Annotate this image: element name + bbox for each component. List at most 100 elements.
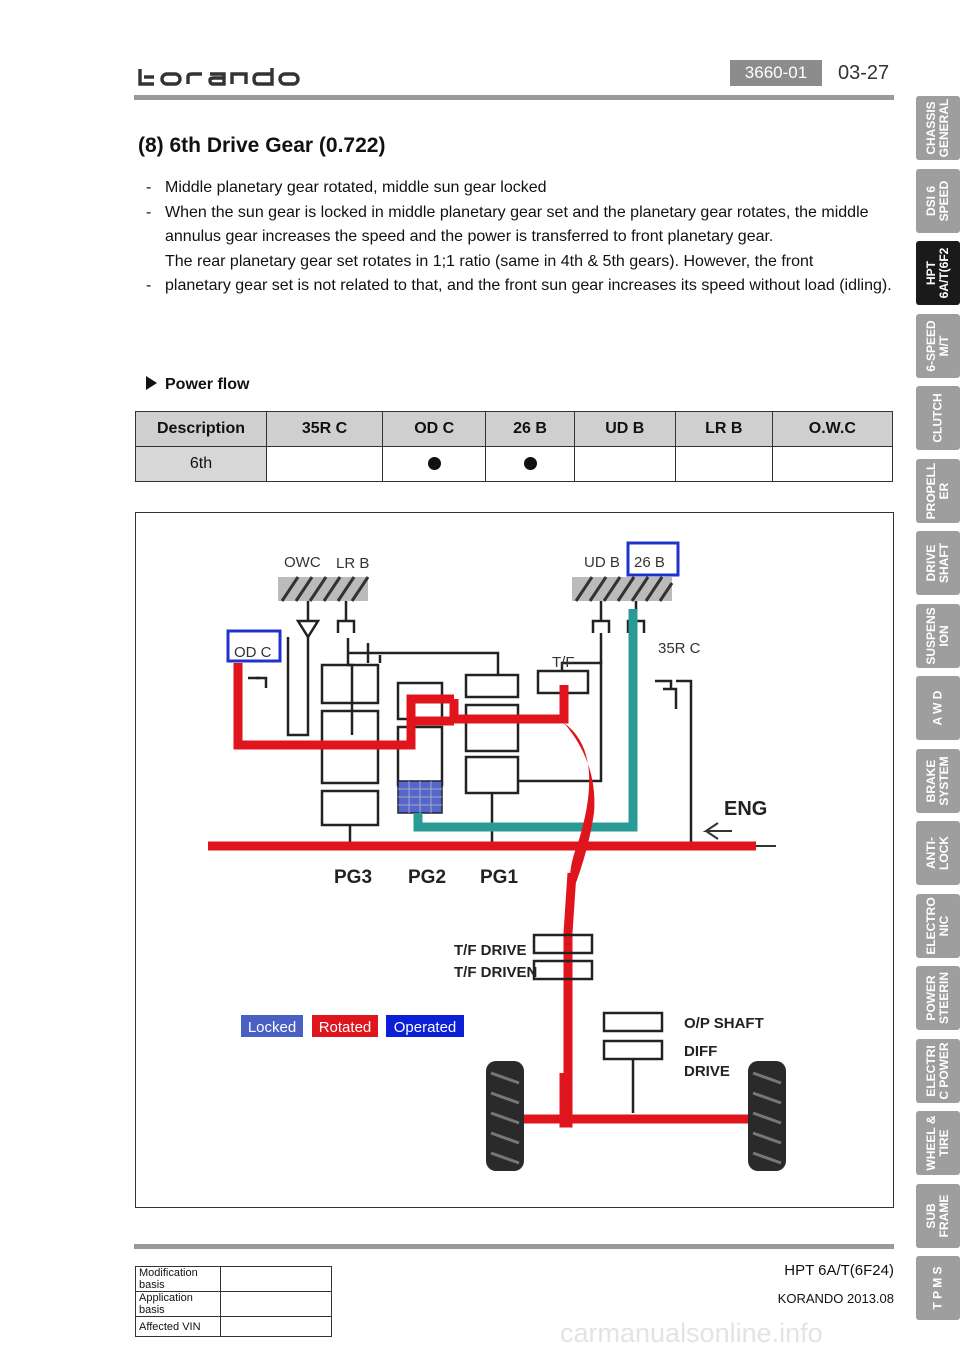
side-tab-3[interactable]: HPT 6A/T(6F2: [916, 241, 960, 305]
diagram-legend: Locked Rotated Operated: [241, 1015, 464, 1037]
revision-table: Modification basis Application basis Aff…: [135, 1266, 332, 1337]
side-tab-8[interactable]: SUSPENS ION: [916, 603, 960, 668]
table-header: LR B: [674, 411, 773, 447]
bullet-item: -Middle planetary gear rotated, middle s…: [146, 179, 547, 196]
revision-value: [220, 1316, 332, 1337]
revision-label: Modification basis: [135, 1266, 221, 1292]
engage-cell: [382, 446, 487, 482]
label-udb: UD B: [584, 554, 620, 571]
engaged-dot-icon: [523, 457, 537, 471]
b26-highlight: [626, 541, 680, 577]
label-tf-drive: T/F DRIVE: [454, 942, 527, 959]
label-diff: DIFF: [684, 1043, 717, 1060]
side-tab-label: ELECTRO NIC: [924, 896, 951, 955]
side-tab-label: ELECTRI C POWER: [924, 1041, 951, 1100]
side-tab-15[interactable]: WHEEL & TIRE: [916, 1111, 960, 1175]
side-tab-2[interactable]: DSI 6 SPEED: [916, 168, 960, 233]
side-tab-label: POWER STEERIN: [924, 971, 951, 1025]
side-tab-label: WHEEL & TIRE: [924, 1115, 951, 1171]
wheel-right: [748, 1061, 786, 1171]
side-tab-17[interactable]: T P M S: [916, 1256, 960, 1320]
label-diff-drive: DRIVE: [684, 1063, 730, 1080]
side-tab-13[interactable]: POWER STEERIN: [916, 966, 960, 1030]
rotated-sweep: [564, 723, 595, 893]
table-header: OD C: [382, 411, 487, 447]
label-pg2: PG2: [408, 867, 446, 888]
side-tab-5[interactable]: CLUTCH: [916, 386, 960, 450]
page-number: 03-27: [838, 62, 890, 84]
table-header: 35R C: [265, 411, 384, 447]
ground-hatch-right: [572, 576, 674, 602]
table-row: 6th: [135, 446, 894, 482]
header-rule: [134, 95, 894, 100]
side-tab-label: SUB FRAME: [924, 1194, 951, 1237]
side-tab-label: PROPELL ER: [924, 462, 951, 519]
side-tab-1[interactable]: CHASSIS GENERAL: [916, 96, 960, 160]
table-row: Modification basis: [135, 1266, 332, 1292]
engage-cell: [771, 446, 894, 482]
label-lrb: LR B: [336, 555, 369, 572]
engage-cell: [485, 446, 575, 482]
transmission-schematic: [248, 601, 693, 843]
label-op-shaft: O/P SHAFT: [684, 1015, 764, 1032]
side-tab-16[interactable]: SUB FRAME: [916, 1183, 960, 1248]
label-pg3: PG3: [334, 867, 372, 888]
wheel-left: [486, 1061, 524, 1171]
korando-logo: [136, 66, 316, 93]
side-tab-14[interactable]: ELECTRI C POWER: [916, 1038, 960, 1103]
side-tab-12[interactable]: ELECTRO NIC: [916, 893, 960, 958]
bullet-item: The rear planetary gear set rotates in 1…: [165, 252, 814, 270]
side-tab-label: BRAKE SYSTEM: [924, 755, 951, 806]
side-tab-9[interactable]: A W D: [916, 676, 960, 740]
side-tab-label: ANTI- LOCK: [924, 836, 951, 870]
bullet-list: -Middle planetary gear rotated, middle s…: [138, 176, 898, 299]
label-35rc: 35R C: [658, 640, 701, 657]
triangle-bullet-icon: [146, 376, 157, 390]
table-header: 26 B: [485, 411, 575, 447]
output-section: [532, 933, 664, 1113]
legend-rotated: Rotated: [319, 1019, 372, 1036]
revision-label: Affected VIN: [135, 1316, 221, 1337]
side-tab-4[interactable]: 6-SPEED M/T: [916, 313, 960, 378]
label-26b: 26 B: [634, 554, 665, 571]
label-pg1: PG1: [480, 867, 518, 888]
side-tab-label: CHASSIS GENERAL: [924, 98, 951, 158]
side-tab-label: SUSPENS ION: [924, 606, 951, 665]
table-row: Affected VIN: [135, 1316, 332, 1337]
revision-label: Application basis: [135, 1291, 221, 1317]
side-tab-10[interactable]: BRAKE SYSTEM: [916, 748, 960, 813]
document-code: 3660-01: [730, 60, 822, 86]
locked-path: [413, 609, 638, 832]
doc-model: KORANDO 2013.08: [777, 1291, 894, 1306]
table-header: Description: [135, 411, 267, 447]
odc-highlight: [226, 629, 282, 663]
label-eng: ENG: [724, 798, 767, 820]
power-flow-heading: Power flow: [146, 376, 249, 394]
engage-cell: [265, 446, 384, 482]
legend-locked: Locked: [248, 1019, 296, 1036]
label-odc: OD C: [234, 644, 272, 661]
doc-title: HPT 6A/T(6F24): [784, 1262, 894, 1279]
watermark: carmanualsonline.info: [560, 1318, 823, 1348]
bullet-item: -When the sun gear is locked in middle p…: [146, 203, 869, 246]
gear-label: 6th: [135, 446, 267, 482]
side-tab-label: HPT 6A/T(6F2: [924, 247, 951, 299]
side-tab-label: 6-SPEED M/T: [924, 319, 951, 372]
revision-value: [220, 1266, 332, 1292]
section-title: (8) 6th Drive Gear (0.722): [138, 134, 386, 157]
label-tf-driven: T/F DRIVEN: [454, 964, 537, 981]
side-tab-7[interactable]: DRIVE SHAFT: [916, 531, 960, 595]
table-header: O.W.C: [771, 411, 894, 447]
side-tab-6[interactable]: PROPELL ER: [916, 458, 960, 523]
legend-swatch-operated: [386, 1015, 464, 1037]
side-tab-label: DSI 6 SPEED: [924, 180, 951, 221]
bullet-item: -planetary gear set is not related to th…: [146, 277, 892, 294]
rotated-path: [208, 663, 756, 1128]
legend-swatch-locked: [241, 1015, 303, 1037]
engaged-dot-icon: [427, 457, 441, 471]
engagement-table: Description 35R C OD C 26 B UD B LR B O.…: [135, 411, 894, 482]
side-tab-11[interactable]: ANTI- LOCK: [916, 821, 960, 885]
footer-rule: [134, 1244, 894, 1249]
label-owc: OWC: [284, 554, 321, 571]
power-flow-diagram: OWC LR B UD B 26 B OD C T/F 35R C ENG PG…: [135, 512, 894, 1208]
